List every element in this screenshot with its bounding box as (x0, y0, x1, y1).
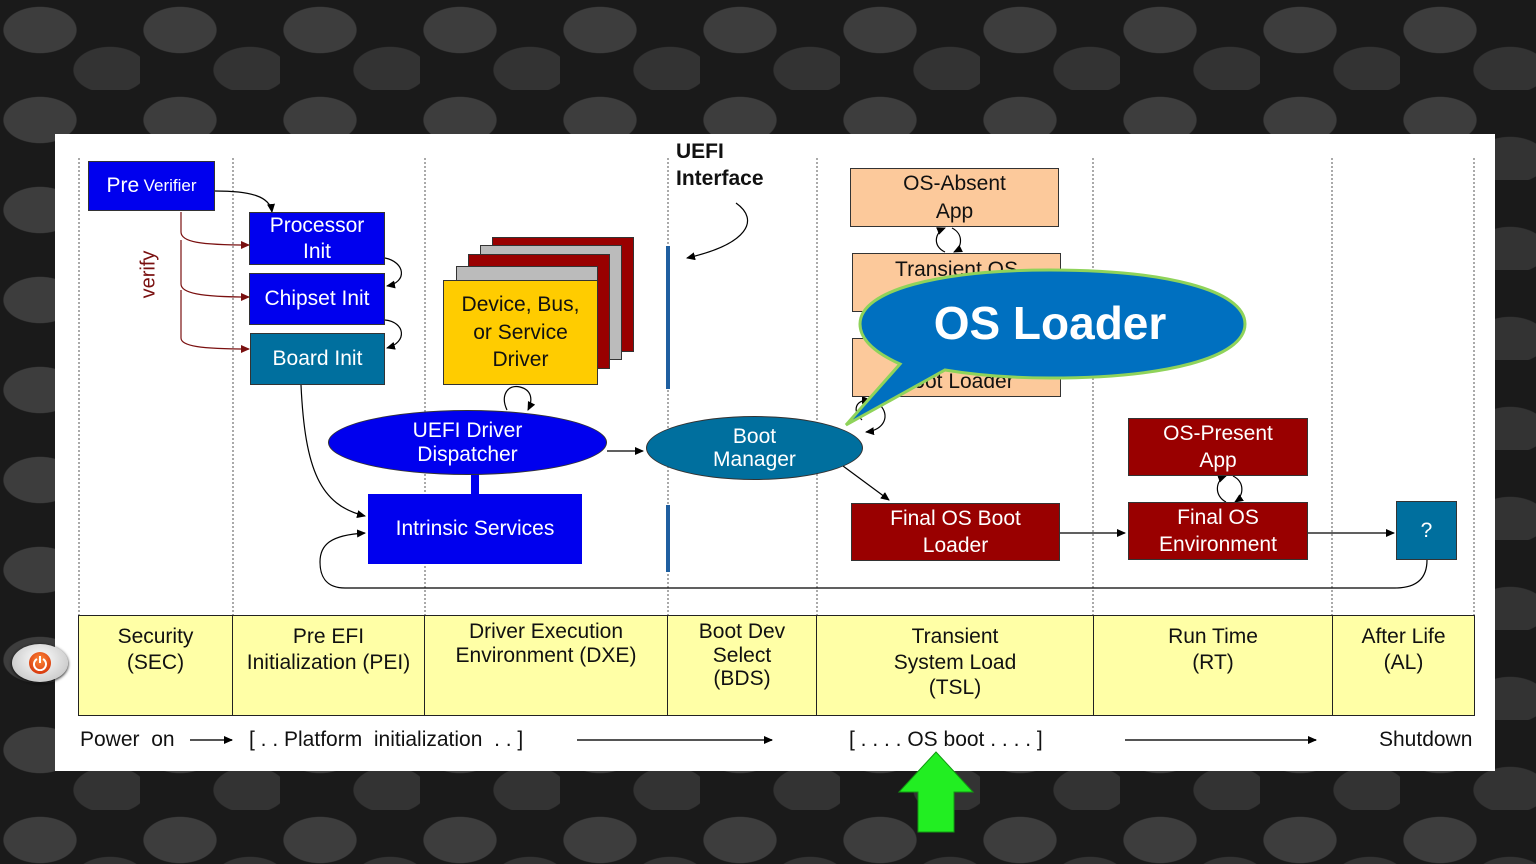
timeline-power-on: Power on (80, 728, 175, 751)
chipset-init-box: Chipset Init (249, 273, 385, 325)
pre-verifier-box: Pre Verifier (88, 161, 215, 211)
final-os-boot-loader-box: Final OS Boot Loader (851, 503, 1060, 561)
final-os-environment-box: Final OS Environment (1128, 502, 1308, 560)
os-present-app-box: OS-Present App (1128, 418, 1308, 476)
pre-verifier-small: Verifier (143, 175, 197, 195)
processor-init-box: Processor Init (249, 212, 385, 265)
os-loader-callout-text: OS Loader (933, 297, 1167, 350)
device-driver-box: Device, Bus, or Service Driver (443, 280, 598, 385)
os-absent-app-box: OS-Absent App (850, 168, 1059, 227)
timeline-os-boot: [ . . . . OS boot . . . . ] (849, 728, 1043, 751)
phase-al: After Life (AL) (1332, 615, 1475, 716)
phase-sec: Security (SEC) (78, 615, 233, 716)
uefi-driver-dispatcher-ellipse: UEFI Driver Dispatcher (328, 410, 607, 475)
power-button-icon[interactable] (12, 644, 68, 682)
phase-rt: Run Time (RT) (1093, 615, 1333, 716)
timeline-shutdown: Shutdown (1379, 728, 1473, 751)
uefi-interface-label: UEFI Interface (676, 140, 764, 191)
timeline-platform-init: [ . . Platform initialization . . ] (249, 728, 524, 751)
after-life-box: ? (1396, 501, 1457, 560)
green-up-arrow-icon (897, 751, 975, 833)
pre-verifier-main: Pre (106, 174, 140, 198)
phase-dxe: Driver Execution Environment (DXE) (424, 615, 668, 716)
board-init-box: Board Init (250, 333, 385, 385)
power-symbol-icon (33, 656, 47, 671)
phase-pei: Pre EFI Initialization (PEI) (232, 615, 425, 716)
intrinsic-services-box: Intrinsic Services (368, 494, 582, 564)
phase-bds: Boot Dev Select (BDS) (667, 615, 817, 716)
boot-manager-ellipse: Boot Manager (646, 416, 863, 480)
phase-tsl: Transient System Load (TSL) (816, 615, 1094, 716)
